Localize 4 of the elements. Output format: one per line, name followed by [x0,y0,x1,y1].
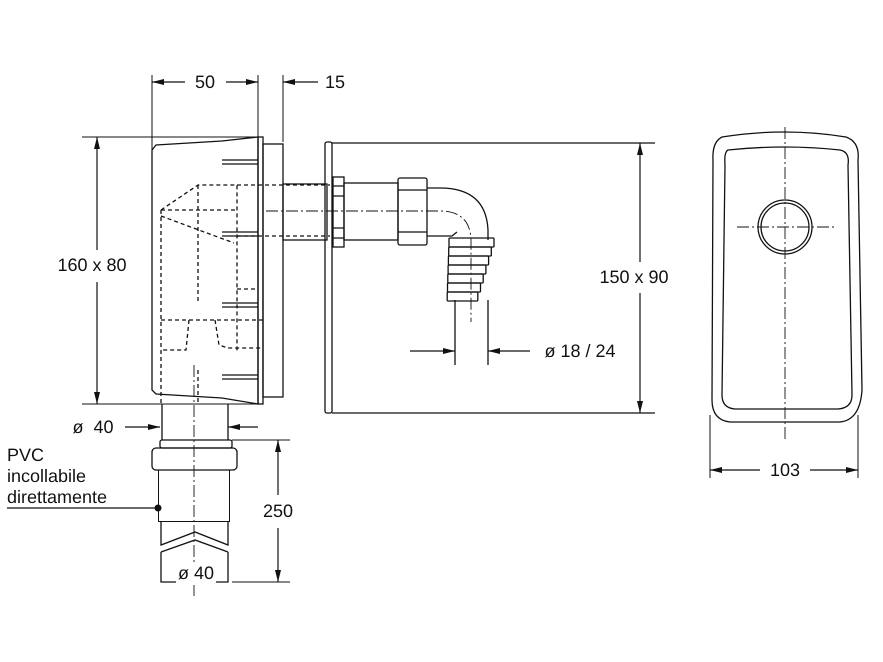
pipe-body [158,470,230,522]
dimension-label: ø 40 [176,563,216,583]
leader-line [7,504,162,512]
callout-text: PVC incollabile direttamente [7,445,108,508]
